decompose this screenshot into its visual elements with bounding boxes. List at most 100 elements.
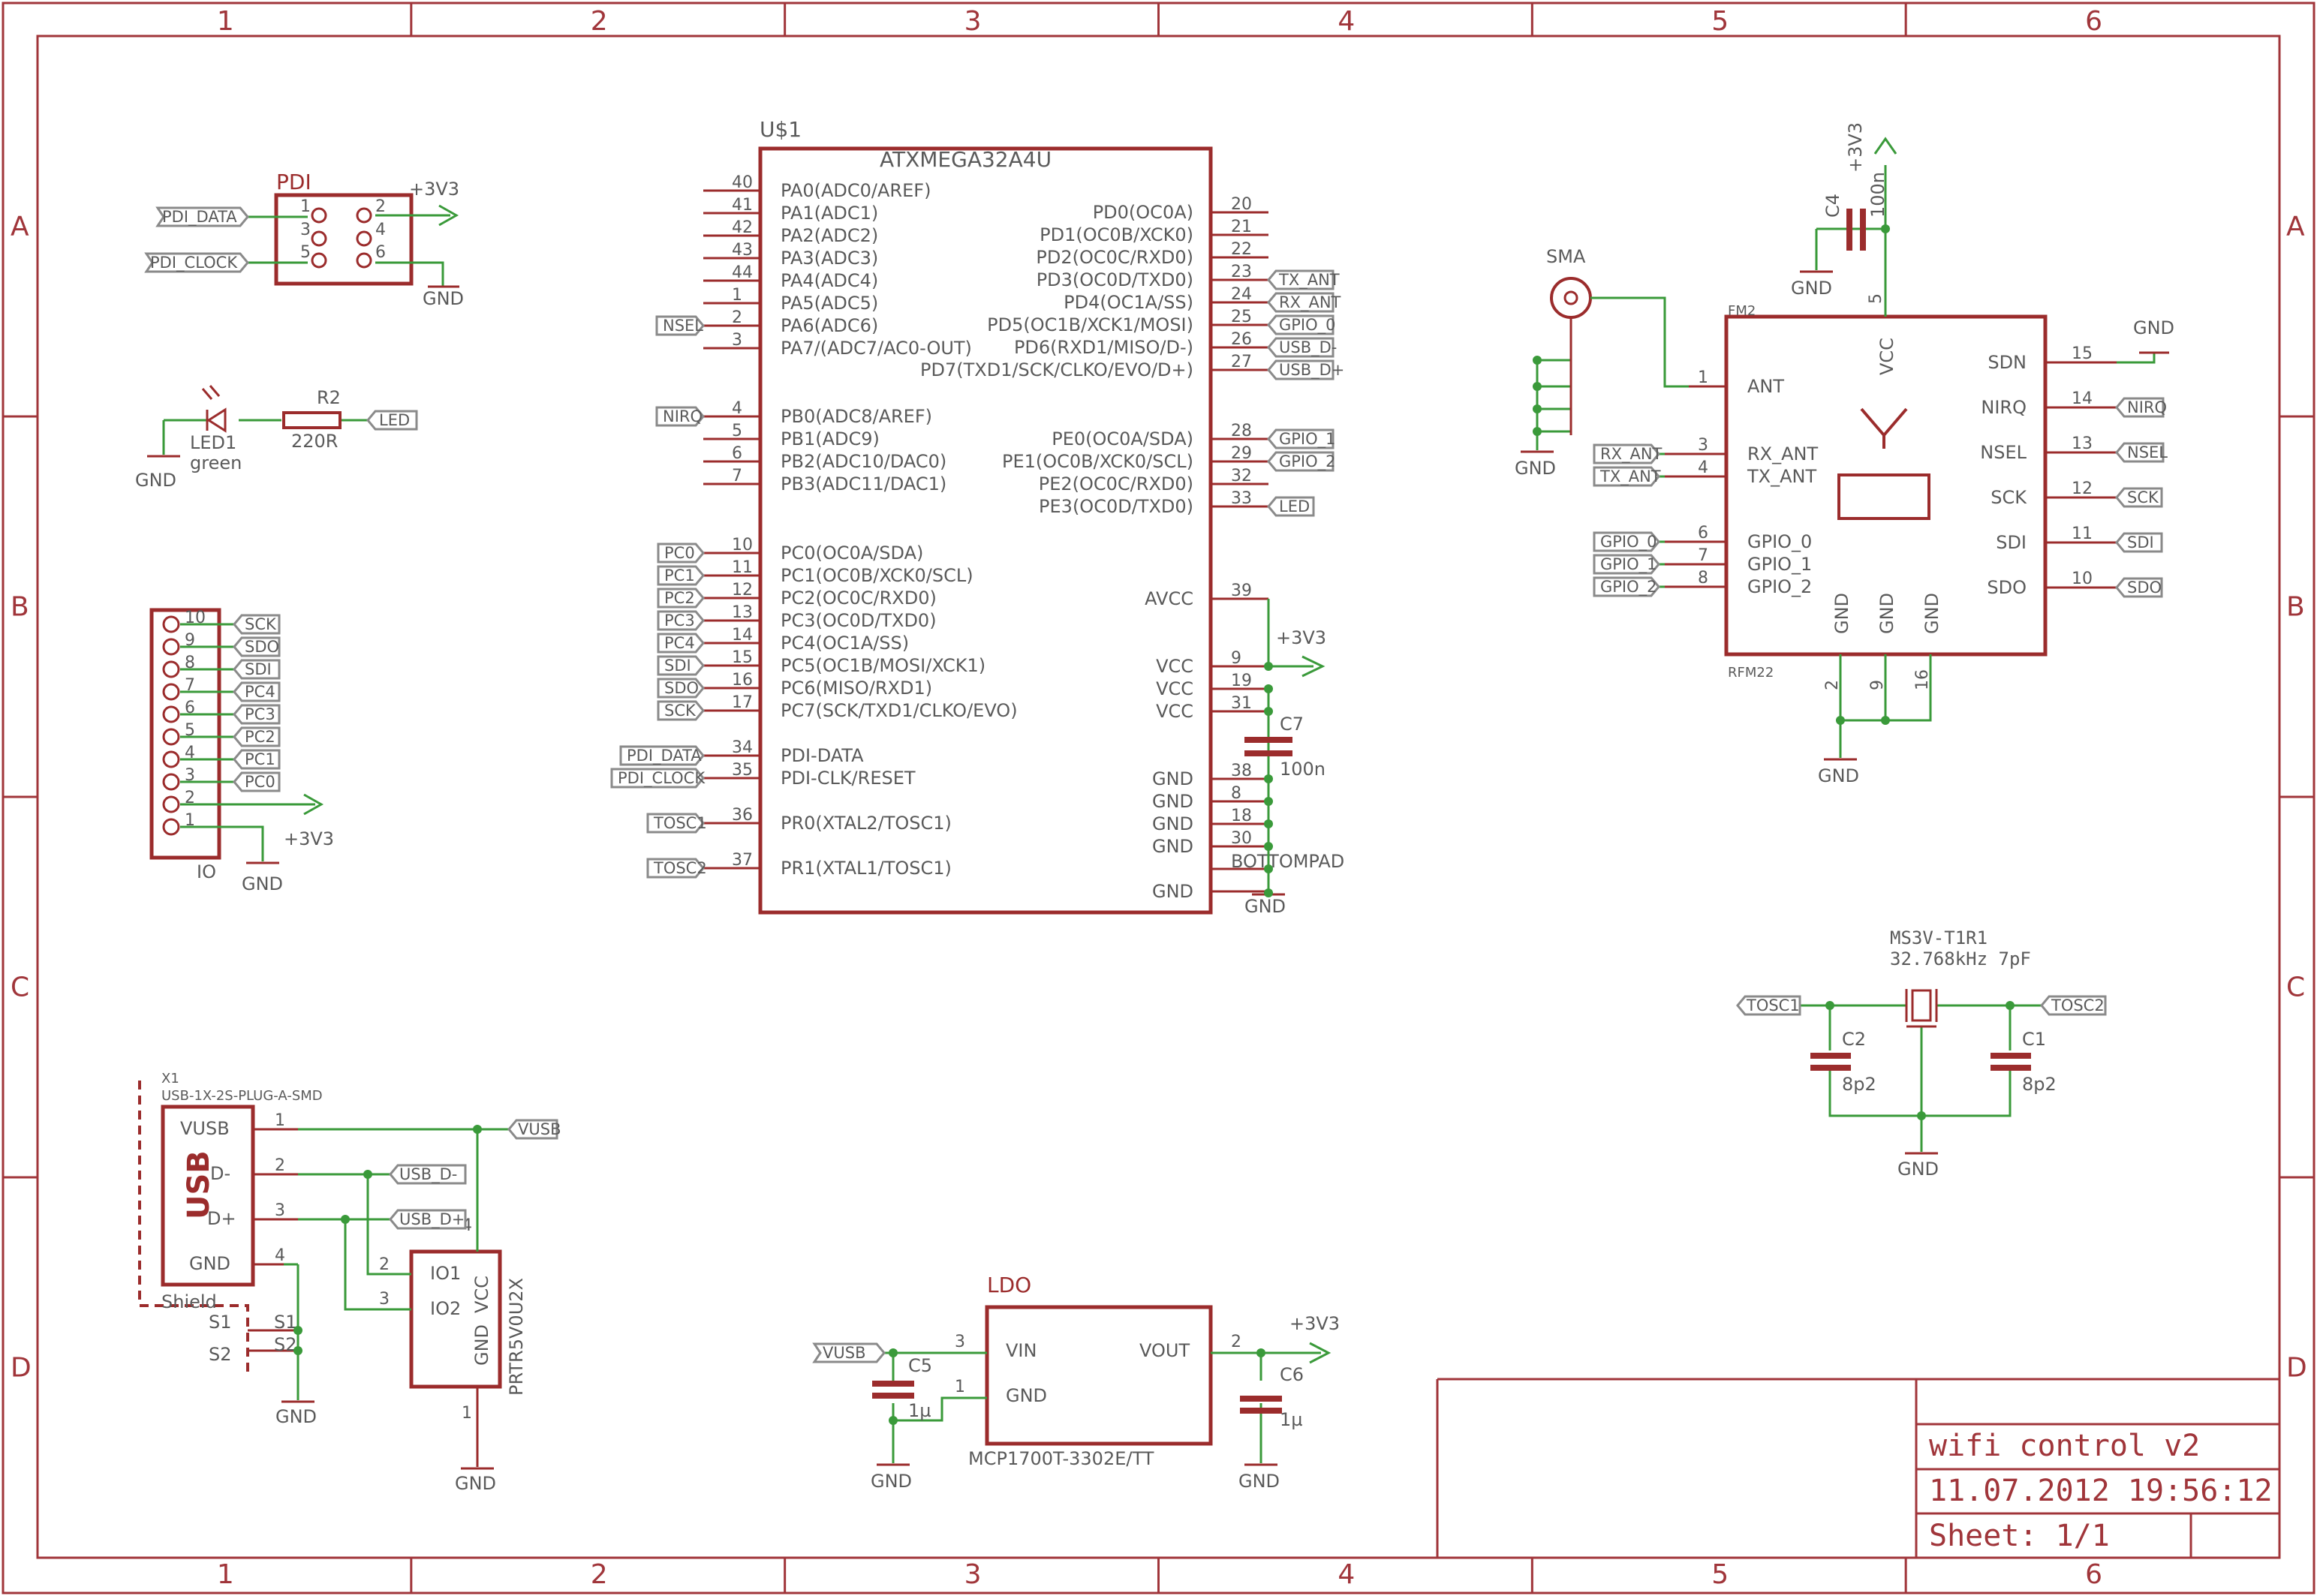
svg-text:SDO: SDO [2127, 579, 2162, 597]
svg-text:TOSC1: TOSC1 [653, 814, 707, 832]
junction-dot [1264, 662, 1273, 671]
mcu-pin-label: PD7(TXD1/SCK/CLKO/EVO/D+) [920, 359, 1193, 380]
mcu-net-label: GPIO_0 [1267, 314, 1336, 335]
mcu-pin-label: PB0(ADC8/AREF) [781, 406, 932, 427]
mcu-pin-number: 13 [732, 603, 753, 622]
rfm-pin-label: GPIO_0 [1747, 531, 1812, 552]
pdi-pin-2: 2 [375, 197, 386, 216]
rfm-pin-number: 16 [1913, 669, 1932, 690]
mcu-pin-number: 25 [1231, 308, 1252, 326]
led-net: LED [379, 411, 410, 429]
io-pin-pad [162, 728, 180, 746]
svg-text:GPIO_2: GPIO_2 [1279, 452, 1336, 471]
svg-text:LED: LED [1279, 497, 1310, 515]
usb-pin-dp: D+ [207, 1208, 236, 1229]
rfm-net-label: GPIO_2 [1593, 576, 1660, 597]
rfm-net-label: RX_ANT [1593, 443, 1663, 464]
rfm-pin-number: 10 [2072, 570, 2093, 588]
usb-num-3: 3 [275, 1201, 285, 1220]
svg-text:USB_D-: USB_D- [1279, 338, 1337, 357]
ldo-supply: +3V3 [1289, 1313, 1340, 1334]
crystal-net-tosc2: TOSC2 [2051, 996, 2105, 1014]
junction-dot [1264, 888, 1273, 897]
pdi-pin-4: 4 [375, 221, 386, 239]
pdi-pin-5: 5 [300, 243, 311, 262]
rfm-pin-label: GND [1876, 593, 1897, 634]
junction-dot [1836, 716, 1845, 725]
svg-text:SDI: SDI [245, 660, 272, 678]
mcu-pin-label: PE0(OC0A/SDA) [1052, 428, 1193, 449]
mcu-net-label: PC4 [657, 633, 705, 654]
svg-text:PC4: PC4 [245, 683, 275, 701]
rfm-pin-label: SDO [1987, 577, 2027, 598]
mcu-pin-label: AVCC [1145, 588, 1193, 609]
svg-text:PC0: PC0 [664, 544, 695, 562]
mcu-pin-label: PC6(MISO/RXD1) [781, 678, 932, 699]
io-pin-number: 1 [185, 811, 195, 830]
junction-dot [1533, 382, 1542, 391]
rfm-ref: FM2 [1728, 303, 1756, 319]
zone-col-label: 5 [1711, 1559, 1729, 1590]
usb-net-dm: USB_D- [399, 1165, 457, 1184]
junction-dot [1533, 356, 1542, 365]
mcu-net-label: PC0 [657, 543, 705, 564]
svg-text:PDI_DATA: PDI_DATA [627, 747, 702, 765]
mcu-pin-label: PDI-DATA [781, 745, 864, 766]
mcu-pin-number: 1 [732, 286, 742, 305]
io-pin-number: 3 [185, 766, 195, 785]
rfm-pin-label: GND [1921, 593, 1942, 634]
ldo-ref: LDO [987, 1273, 1031, 1297]
mcu-pin-number: 33 [1231, 489, 1252, 508]
zone-col-label: 3 [964, 1559, 982, 1590]
rfm-net-label: SCK [2115, 487, 2163, 508]
mcu-pin-label: PA1(ADC1) [781, 203, 878, 224]
mcu-pin-number: 19 [1231, 672, 1252, 690]
svg-text:USB_D+: USB_D+ [1279, 361, 1344, 380]
mcu-pin-number: 7 [732, 467, 742, 485]
mcu-pin-label: PB3(ADC11/DAC1) [781, 473, 946, 494]
io-pin-number: 9 [185, 631, 195, 650]
junction-dot [293, 1346, 302, 1355]
usb-s2: S2 [274, 1334, 297, 1355]
rfm-net-label: TX_ANT [1593, 466, 1661, 487]
zone-col-label: 2 [591, 1559, 608, 1590]
led-value: green [190, 452, 242, 473]
io-net-label: PC3 [233, 704, 281, 725]
mcu-pin-number: 20 [1231, 195, 1252, 214]
mcu-net-label: TX_ANT [1267, 269, 1340, 290]
junction-dot [363, 1170, 372, 1179]
mcu-net-label: PC1 [657, 565, 705, 586]
svg-text:GPIO_2: GPIO_2 [1600, 578, 1657, 597]
ldo-pin-vin: VIN [1006, 1340, 1037, 1361]
ldo-num-2: 2 [1231, 1333, 1241, 1351]
esd-num-2: 2 [379, 1255, 390, 1274]
c5-ref: C5 [908, 1355, 932, 1376]
mcu-pin-label: PR1(XTAL1/TOSC1) [781, 858, 952, 879]
junction-dot [1264, 864, 1273, 873]
mcu-pin-number: 43 [732, 241, 753, 260]
junction-dot [889, 1416, 898, 1425]
c7-ref: C7 [1280, 714, 1304, 735]
mcu-net-label: PDI_DATA [619, 745, 705, 766]
rfm-pin-label: GPIO_2 [1747, 576, 1812, 597]
mcu-pin-label: PD4(OC1A/SS) [1064, 292, 1193, 313]
mcu-net-label: USB_D- [1267, 337, 1337, 358]
mcu-pin-number: 38 [1231, 762, 1252, 780]
junction-dot [1264, 797, 1273, 806]
mcu-pin-number: 32 [1231, 467, 1252, 485]
mcu-pin-number: 9 [1231, 649, 1241, 668]
svg-text:SDI: SDI [664, 657, 691, 675]
rfm-pin-number: 2 [1823, 680, 1842, 690]
mcu-pin-label: PA7/(ADC7/AC0-OUT) [781, 338, 972, 359]
rfm-net-label: GPIO_0 [1593, 531, 1660, 552]
svg-text:SCK: SCK [664, 702, 697, 720]
junction-dot [1256, 1348, 1265, 1357]
ldo-pin-vout: VOUT [1139, 1340, 1190, 1361]
usb-num-2: 2 [275, 1156, 285, 1175]
zone-col-label: 6 [2085, 6, 2102, 37]
zone-col-label: 3 [964, 6, 982, 37]
junction-dot [1264, 842, 1273, 851]
mcu-pin-number: 40 [732, 173, 753, 192]
pdi-net-clock: PDI_CLOCK [150, 254, 238, 272]
